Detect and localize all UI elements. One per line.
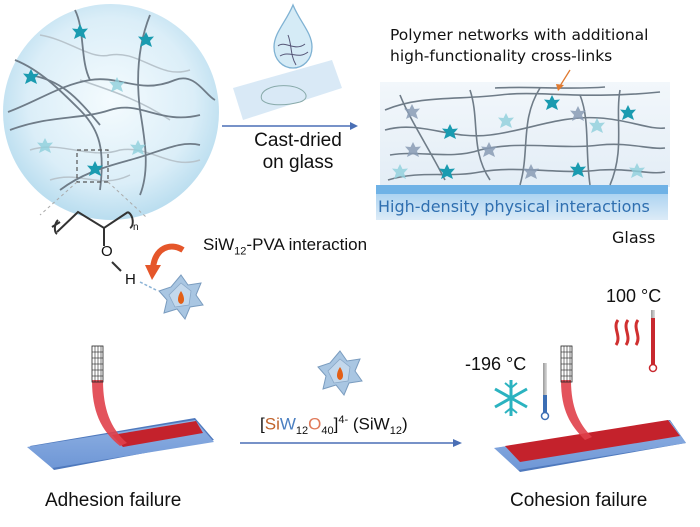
interface-label: High-density physical interactions bbox=[378, 197, 650, 216]
pva-structure bbox=[51, 210, 157, 291]
cold-thermometer-icon bbox=[540, 363, 550, 421]
network-label: Polymer networks with additional high-fu… bbox=[390, 25, 648, 67]
siw12-small-cluster bbox=[158, 274, 204, 320]
cohesion-failure-illustration bbox=[494, 345, 686, 472]
network-label-line2: high-functionality cross-links bbox=[390, 47, 613, 65]
cold-temperature-label: -196 °C bbox=[465, 354, 527, 374]
glass-label: Glass bbox=[612, 228, 656, 247]
pva-oxygen: O bbox=[101, 243, 113, 260]
heat-waves-icon bbox=[614, 319, 640, 346]
interaction-arrow bbox=[145, 243, 185, 280]
network-label-line1: Polymer networks with additional bbox=[390, 26, 649, 44]
cast-arrow bbox=[222, 122, 358, 130]
pva-repeat-n: n bbox=[133, 222, 139, 233]
formula-si: Si bbox=[264, 414, 280, 434]
adhesion-failure-caption: Adhesion failure bbox=[45, 490, 182, 511]
cast-label-line1: Cast-dried bbox=[254, 130, 342, 151]
cast-label: Cast-dried on glass bbox=[248, 130, 348, 174]
cast-label-line2: on glass bbox=[262, 152, 334, 173]
pva-interaction-label: SiW12-PVA interaction bbox=[203, 235, 368, 258]
formula-w: W bbox=[279, 414, 296, 434]
siw12-formula: [SiW12O40]4- (SiW12) bbox=[260, 414, 408, 438]
hot-thermometer-icon bbox=[648, 310, 658, 373]
treatment-arrow bbox=[240, 439, 462, 447]
cohesion-failure-caption: Cohesion failure bbox=[510, 490, 648, 511]
snowflake-icon bbox=[494, 380, 528, 416]
hot-temperature-label: 100 °C bbox=[606, 286, 662, 306]
polymer-network-film bbox=[376, 69, 670, 220]
formula-o: O bbox=[308, 414, 322, 434]
pva-hydrogen: H bbox=[125, 271, 136, 288]
siw12-cluster bbox=[317, 350, 363, 396]
adhesion-failure-illustration bbox=[27, 345, 214, 470]
solution-sphere-illustration bbox=[3, 4, 219, 220]
cast-droplet-illustration bbox=[233, 3, 342, 120]
